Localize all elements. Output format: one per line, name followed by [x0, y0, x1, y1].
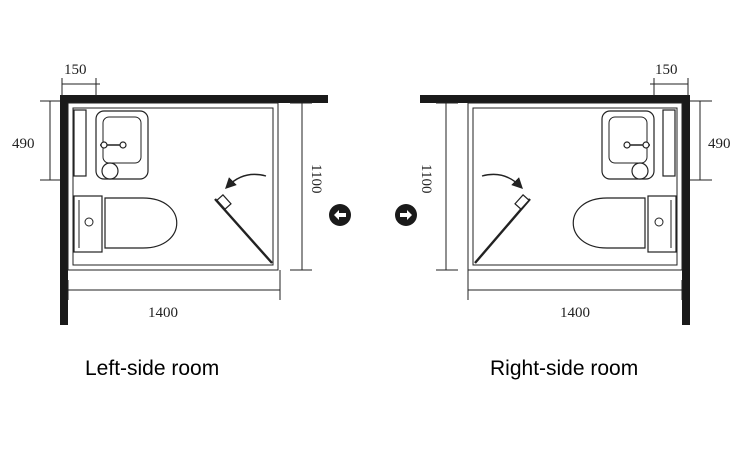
left-room-height-dim-label: 1100 — [308, 164, 324, 193]
right-room-sink — [601, 110, 655, 180]
left-room-wall-cabinet — [73, 109, 87, 177]
right-room-height-dim-label: 1100 — [418, 164, 434, 193]
right-room-top-dim-label: 150 — [655, 62, 678, 78]
right-room-height-dimension: 1100 — [418, 102, 458, 271]
right-room-outline — [467, 102, 683, 271]
right-room-inner-outline — [472, 107, 678, 266]
right-room: 150 490 1100 1400 Right-side room — [418, 62, 731, 380]
right-room-width-dim-label: 1400 — [560, 305, 590, 321]
arrow-right-circle-icon — [395, 204, 417, 226]
left-room-caption: Left-side room — [85, 357, 219, 380]
right-room-shower-door — [474, 173, 531, 264]
left-room-sink — [95, 110, 149, 180]
left-room-side-dim-label: 490 — [12, 136, 35, 152]
right-room-side-dim-label: 490 — [708, 136, 731, 152]
right-room-width-dimension: 1400 — [467, 270, 683, 321]
left-room-height-dimension: 1100 — [290, 102, 324, 271]
left-room-width-dim-label: 1400 — [148, 305, 178, 321]
right-room-side-wall — [682, 95, 690, 325]
right-room-wall-cabinet — [662, 109, 676, 177]
left-room-top-wall — [60, 95, 328, 103]
left-room-side-dimension: 490 — [12, 100, 60, 181]
left-room-inner-outline — [72, 107, 274, 266]
right-room-side-dimension: 490 — [690, 100, 731, 181]
left-room-width-dimension: 1400 — [67, 270, 281, 321]
left-room-side-wall — [60, 95, 68, 325]
right-room-toilet — [572, 195, 677, 253]
arrow-left-circle-icon — [329, 204, 351, 226]
right-room-top-dimension: 150 — [650, 62, 689, 96]
left-room-shower-door — [214, 173, 273, 264]
left-room-top-dim-label: 150 — [64, 62, 87, 78]
left-room-top-dimension: 150 — [61, 62, 100, 96]
right-room-top-wall — [420, 95, 690, 103]
left-room-toilet — [73, 195, 178, 253]
left-room-outline — [67, 102, 279, 271]
left-room: 150 490 1100 1400 Left-side room — [12, 62, 328, 380]
right-room-caption: Right-side room — [490, 357, 638, 380]
